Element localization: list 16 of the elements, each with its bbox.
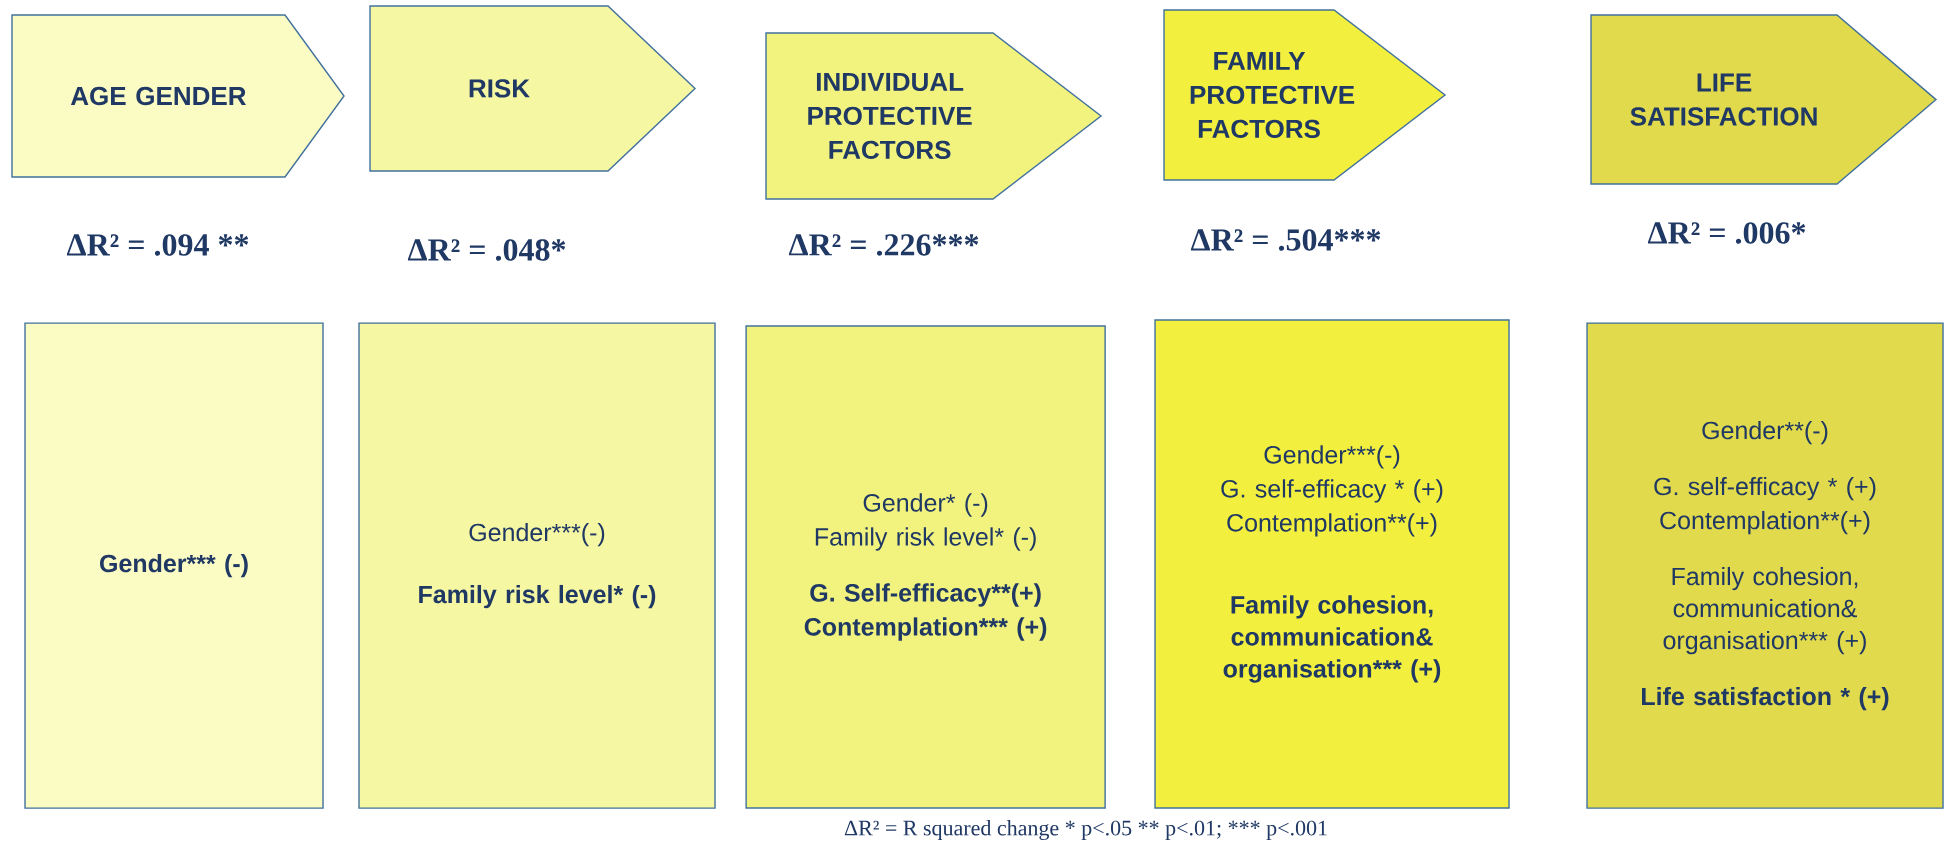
r-squared-label: ΔR² = .006* — [1647, 222, 1806, 244]
factor-box: Gender***(-) G. self-efficacy * (+) Contemplation**(+) Family cohesion, communication& organisation*** (+) — [1154, 319, 1510, 809]
arrow-box: FAMILY PROTECTIVE FACTORS — [1163, 9, 1447, 181]
arrow-box: LIFE SATISFACTION — [1590, 14, 1938, 185]
r-squared-label: ΔR² = .094 ** — [66, 234, 249, 256]
arrow-box: AGE GENDER — [11, 14, 345, 178]
arrow-box: INDIVIDUAL PROTECTIVE FACTORS — [765, 32, 1103, 200]
r-squared-label: ΔR² = .226*** — [788, 234, 979, 256]
r-squared-label: ΔR² = .504*** — [1190, 229, 1381, 251]
r-squared-label: ΔR² = .048* — [407, 239, 566, 261]
factor-box: Gender*** (-) — [24, 322, 324, 809]
caption: ΔR² = R squared change * p<.05 ** p<.01; *** p<.001 — [844, 820, 1327, 840]
arrow-box: RISK — [369, 5, 697, 172]
factor-box: Gender***(-) Family risk level* (-) — [358, 322, 716, 809]
factor-box: Gender**(-) G. self-efficacy * (+) Contemplation**(+) Family cohesion, communication& organisation*** (+) Life satisfaction * (+) — [1586, 322, 1944, 809]
factor-box: Gender* (-) Family risk level* (-) G. Self-efficacy**(+) Contemplation*** (+) — [745, 325, 1106, 809]
